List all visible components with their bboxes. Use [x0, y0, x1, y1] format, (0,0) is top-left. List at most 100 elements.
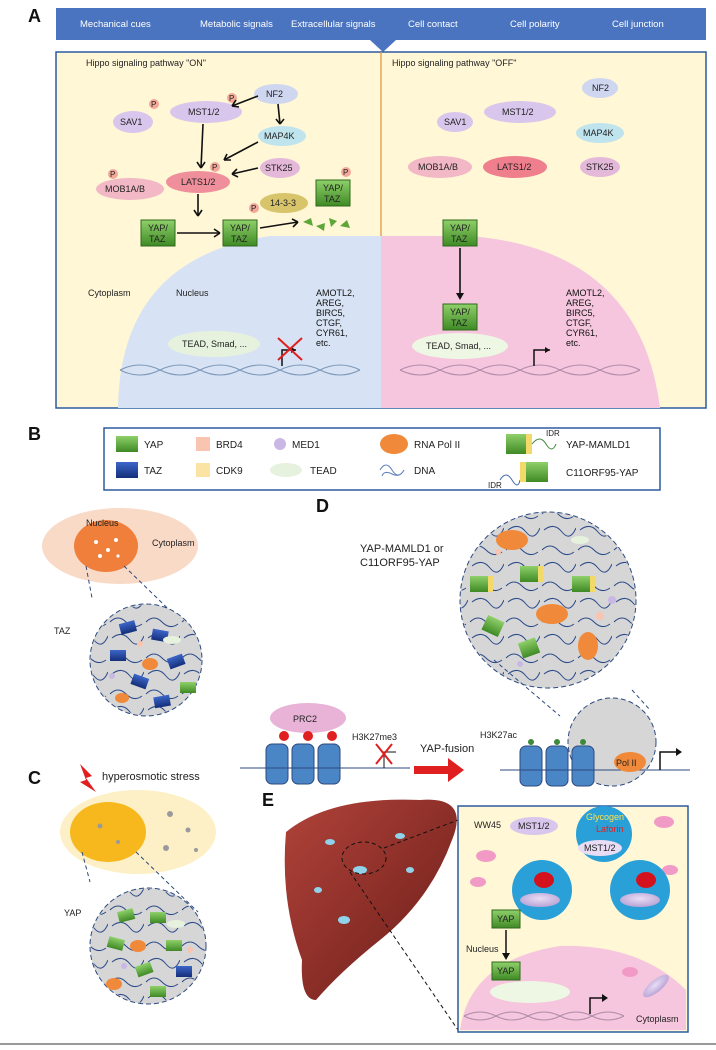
svg-text:P: P [251, 204, 256, 213]
svg-text:etc.: etc. [566, 338, 581, 348]
svg-text:MST1/2: MST1/2 [502, 107, 534, 117]
svg-text:Laforin: Laforin [596, 824, 624, 834]
svg-text:TAZ: TAZ [451, 318, 468, 328]
svg-text:NF2: NF2 [592, 83, 609, 93]
fusion-title-2: C11ORF95-YAP [360, 557, 440, 569]
lats-node-off [483, 156, 547, 178]
svg-text:RNA Pol II: RNA Pol II [414, 440, 460, 451]
nf2-node [254, 84, 298, 104]
svg-text:CDK9: CDK9 [216, 466, 243, 477]
cytoplasm-label-b: Cytoplasm [152, 538, 195, 548]
svg-text:YAP/: YAP/ [148, 223, 168, 233]
svg-text:IDR: IDR [546, 429, 560, 438]
cytoplasm-label-e: Cytoplasm [636, 1014, 679, 1024]
panel-label-b: B [28, 424, 41, 444]
h3k27me3-label: H3K27me3 [352, 732, 397, 742]
svg-text:TAZ: TAZ [231, 234, 248, 244]
svg-text:14-3-3: 14-3-3 [270, 198, 296, 208]
svg-text:MST1/2: MST1/2 [584, 843, 616, 853]
svg-text:LATS1/2: LATS1/2 [181, 177, 215, 187]
bar-pointer-icon [370, 40, 396, 52]
yap-taz-box-on-2: YAP/ TAZ [222, 219, 258, 247]
yap-box-e-2: YAP [491, 961, 521, 981]
svg-text:TEAD: TEAD [310, 466, 337, 477]
glycogen-body-1 [512, 860, 572, 920]
svg-text:SAV1: SAV1 [120, 117, 142, 127]
svg-text:CYR61,: CYR61, [316, 328, 348, 338]
tss-arrow-off [533, 349, 550, 366]
blocked-transcription-icon [277, 337, 303, 361]
tead-on [168, 331, 260, 357]
cue-cell-polarity: Cell polarity [510, 19, 560, 30]
nucleus-label-b: Nucleus [86, 518, 119, 528]
tead-e [490, 981, 570, 1003]
nucleus-c [70, 802, 146, 862]
svg-text:YAP/: YAP/ [323, 183, 343, 193]
map4k-node-on [258, 126, 306, 146]
hippo-on-title: Hippo signaling pathway "ON" [86, 58, 206, 68]
svg-text:TAZ: TAZ [149, 234, 166, 244]
yap-taz-box-off-1: YAP/ TAZ [442, 219, 478, 247]
hippo-off-title: Hippo signaling pathway "OFF" [392, 58, 516, 68]
svg-text:TAZ: TAZ [324, 194, 341, 204]
nucleus-label-e: Nucleus [466, 944, 499, 954]
cue-extracellular: Extracellular signals [291, 19, 376, 30]
nucleosomes-active [500, 739, 690, 787]
target-genes-on: AMOTL2, AREG, BIRC5, CTGF, CYR61, etc. [316, 288, 355, 348]
granules-c [97, 811, 198, 852]
svg-text:C11ORF95-YAP: C11ORF95-YAP [566, 468, 639, 479]
h3k27ac-label: H3K27ac [480, 730, 518, 740]
legend-row-1: YAP BRD4 MED1 RNA Pol II IDR YAP-MAMLD1 [116, 429, 631, 454]
svg-text:P: P [151, 100, 156, 109]
svg-text:CTGF,: CTGF, [316, 318, 342, 328]
svg-text:BIRC5,: BIRC5, [316, 308, 345, 318]
taz-condensate-contents [109, 620, 196, 709]
liver-illustration [284, 799, 457, 1000]
svg-text:Pol II: Pol II [616, 758, 637, 768]
svg-text:AMOTL2,: AMOTL2, [566, 288, 605, 298]
nuclear-import-arrow [456, 293, 464, 300]
mst-e-2 [578, 840, 622, 856]
svg-text:MOB1A/B: MOB1A/B [105, 184, 145, 194]
svg-text:YAP/: YAP/ [450, 223, 470, 233]
cytoplasm-label-a: Cytoplasm [88, 288, 131, 298]
lats-node-on [166, 171, 230, 193]
svg-text:Glycogen: Glycogen [586, 812, 624, 822]
liver-lesions [314, 833, 414, 924]
panel-label-e: E [262, 790, 274, 810]
stk25-node-off [580, 157, 620, 177]
svg-text:STK25: STK25 [586, 162, 614, 172]
yap-taz-box-on-3: YAP/ TAZ [315, 179, 351, 207]
panel-label-d: D [316, 496, 329, 516]
tss-arrow-d [659, 751, 680, 770]
target-genes-off: AMOTL2, AREG, BIRC5, CTGF, CYR61, etc. [566, 288, 605, 348]
svg-text:YAP/: YAP/ [230, 223, 250, 233]
phosphate-icons: P P P P P P [108, 93, 351, 213]
svg-text:DNA: DNA [414, 466, 435, 477]
taz-label-b: TAZ [54, 626, 71, 636]
yap-box-e-1: YAP [491, 909, 521, 929]
svg-text:BIRC5,: BIRC5, [566, 308, 595, 318]
svg-text:P: P [110, 170, 115, 179]
prc2-complex [270, 703, 346, 733]
yap-fusion-condensate-contents [470, 530, 616, 667]
dna-helix-e [463, 1011, 625, 1021]
svg-text:TAZ: TAZ [451, 234, 468, 244]
nuclear-dots-b [94, 538, 120, 558]
svg-text:YAP: YAP [144, 440, 164, 451]
nucleus-off [381, 236, 660, 408]
yap-fusion-label: YAP-fusion [420, 743, 474, 755]
yap-fusion-arrow [414, 758, 464, 782]
stk25-node-on [260, 158, 300, 178]
dna-helix-on [119, 364, 361, 376]
svg-text:STK25: STK25 [265, 163, 293, 173]
dna-helix-off [399, 364, 641, 376]
sav1-node [113, 111, 153, 133]
svg-text:P: P [229, 94, 234, 103]
cue-cell-junction: Cell junction [612, 19, 664, 30]
cytoplasm-vesicles-e [470, 816, 678, 887]
nucleosomes-repressed [240, 743, 410, 785]
stress-label: hyperosmotic stress [102, 771, 200, 783]
svg-text:TAZ: TAZ [144, 466, 162, 477]
mob-node-on [96, 178, 164, 200]
